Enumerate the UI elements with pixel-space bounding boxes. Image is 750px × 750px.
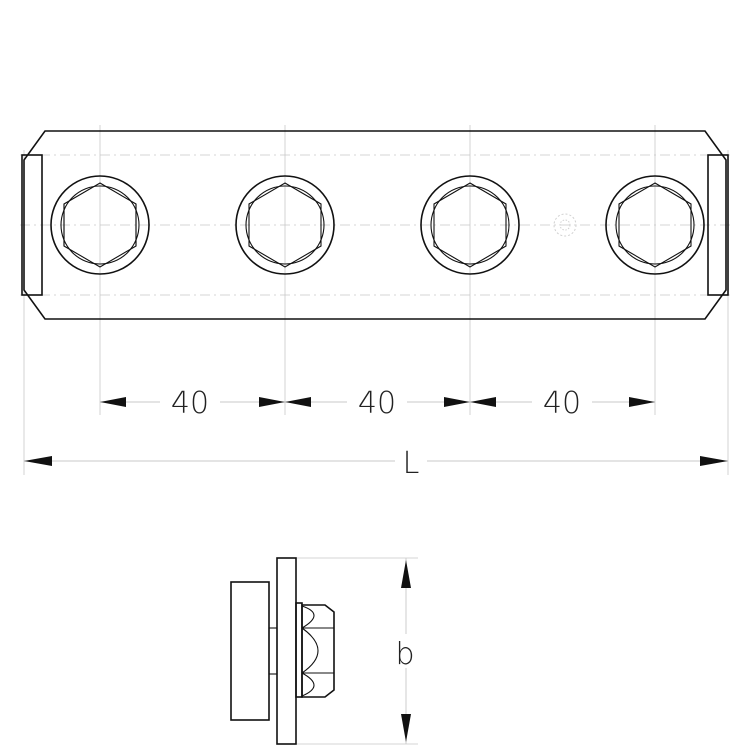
pitch-dimension-2: 40 <box>285 384 470 421</box>
bolt-head-4 <box>605 175 705 275</box>
bolt-head-3 <box>420 175 520 275</box>
side-view: b <box>230 557 421 745</box>
pitch-dimension-1: 40 <box>100 384 285 421</box>
pitch-dimension-text-3: 40 <box>543 386 581 421</box>
pitch-dimension-text-1: 40 <box>171 386 209 421</box>
marking-symbol <box>553 213 577 237</box>
bolt-head-2 <box>235 175 335 275</box>
width-dimension: b <box>391 558 421 744</box>
connector-bar-outline <box>23 130 727 320</box>
side-upper-plate <box>276 557 297 745</box>
side-nut <box>301 604 335 698</box>
side-lower-plate <box>230 581 270 721</box>
end-tab-left <box>21 154 43 296</box>
end-tab-right <box>707 154 729 296</box>
side-washer <box>295 602 303 698</box>
bolt-head-1 <box>50 175 150 275</box>
side-bolt-shank <box>268 627 278 675</box>
top-view: 40 40 40 L <box>20 125 730 481</box>
length-dimension-text: L <box>403 446 420 481</box>
pitch-dimension-3: 40 <box>470 384 655 421</box>
pitch-dimension-text-2: 40 <box>358 386 396 421</box>
width-dimension-text: b <box>395 637 414 672</box>
length-dimension: L <box>24 442 728 481</box>
